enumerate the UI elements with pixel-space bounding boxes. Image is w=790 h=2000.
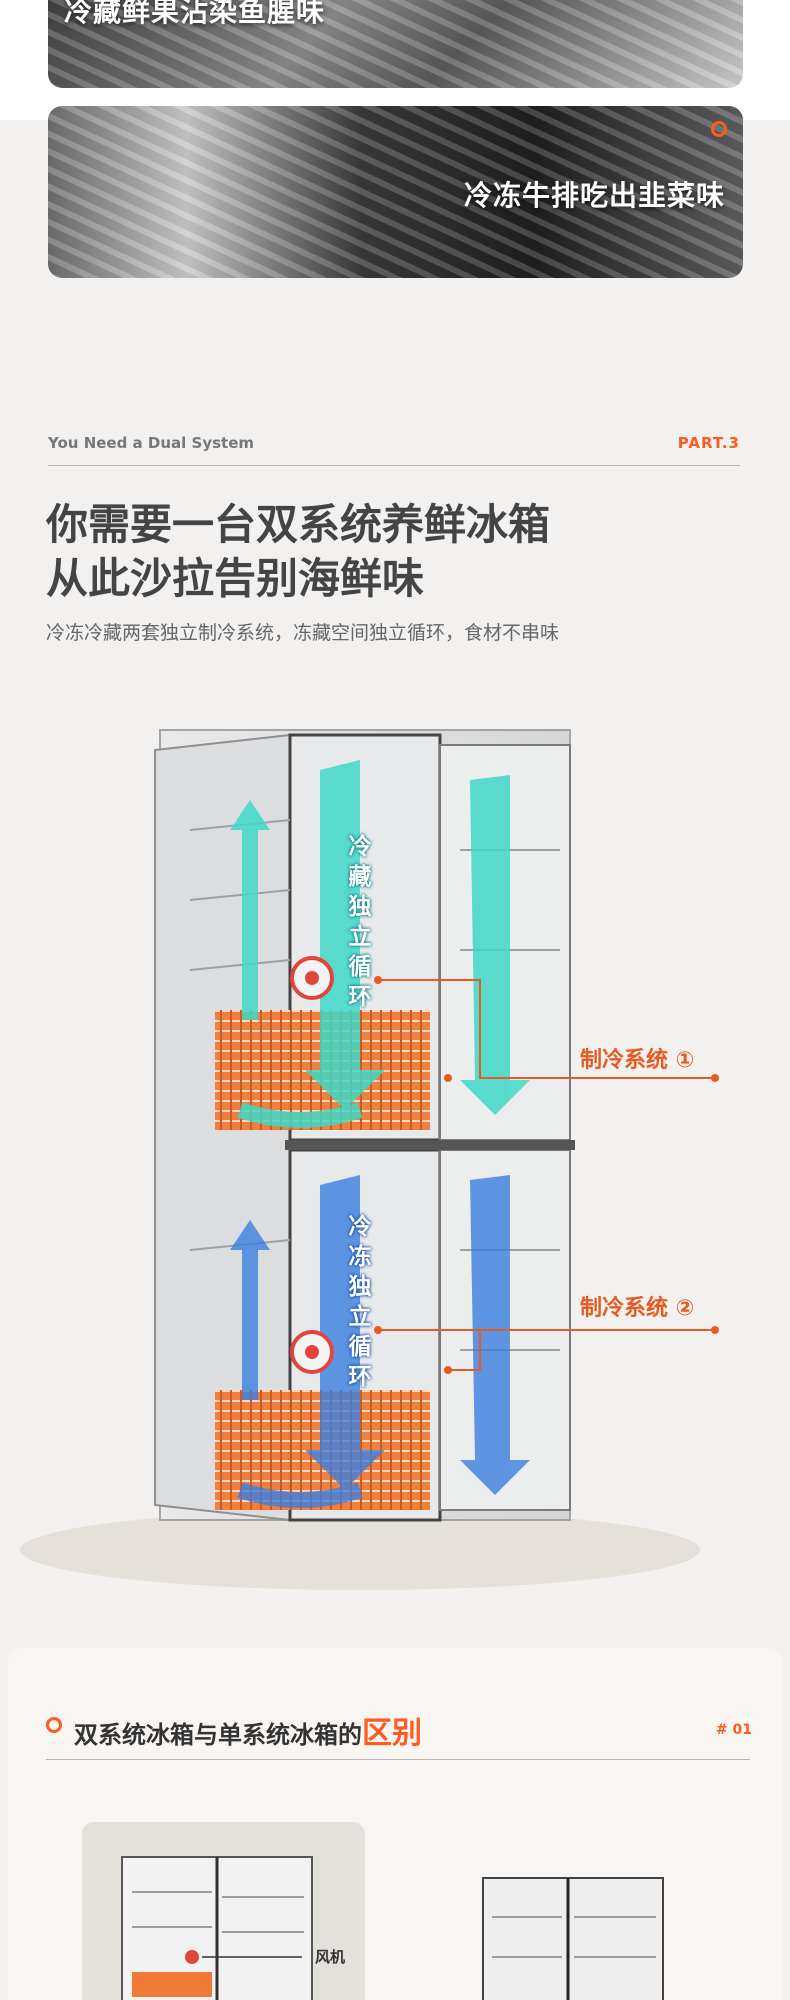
comparison-title: 双系统冰箱与单系统冰箱的区别 [74, 1708, 422, 1752]
compartment-divider [285, 1140, 575, 1150]
headline-line-2: 从此沙拉告别海鲜味 [46, 554, 425, 603]
photo-card-fish: 冷藏鲜果沾染鱼腥味 [48, 0, 743, 88]
headline-line-1: 你需要一台双系统养鲜冰箱 [46, 500, 551, 549]
fridge-illustration [20, 729, 719, 1590]
cooling-system-1-label: 制冷系统 ① [580, 1048, 695, 1073]
comparison-divider [46, 1759, 750, 1760]
comparison-card: 双系统冰箱与单系统冰箱的区别 # 01 风机 [8, 1648, 782, 2000]
fridge-thumbnail-illustration [121, 1856, 313, 2000]
fridge-diagram: 冷藏独立循环 冷冻独立循环 制冷系统 ① 制冷系统 ② [0, 690, 790, 1650]
ring-dot-icon [711, 121, 727, 137]
comparison-title-highlight: 区别 [362, 1716, 422, 1751]
section-english-title: You Need a Dual System [48, 434, 254, 452]
photo-caption: 冷冻牛排吃出韭菜味 [463, 179, 725, 212]
section-part-label: PART.3 [677, 434, 740, 452]
ring-dot-icon [46, 1717, 62, 1733]
single-system-fridge-thumbnail [482, 1877, 664, 2000]
comparison-title-prefix: 双系统冰箱与单系统冰箱的 [74, 1721, 362, 1749]
photo-texture [48, 0, 743, 88]
section-header: You Need a Dual System PART.3 [48, 432, 740, 466]
fridge-loop-label: 冷藏独立循环 [348, 834, 372, 1010]
photo-card-steak: 冷冻牛排吃出韭菜味 [48, 106, 743, 278]
freezer-loop-label: 冷冻独立循环 [348, 1214, 372, 1390]
freezer-loop-arrows [230, 1175, 530, 1508]
headline: 你需要一台双系统养鲜冰箱 从此沙拉告别海鲜味 [46, 498, 550, 606]
photo-caption: 冷藏鲜果沾染鱼腥味 [64, 0, 326, 28]
dual-system-fridge-thumbnail: 风机 [82, 1822, 365, 2000]
photo-texture [48, 106, 743, 278]
comparison-tag: # 01 [715, 1722, 752, 1738]
callout-lines [378, 979, 715, 1371]
fridge-loop-arrows [230, 760, 530, 1128]
subheadline: 冷冻冷藏两套独立制冷系统，冻藏空间独立循环，食材不串味 [46, 622, 560, 644]
fan-label: 风机 [315, 1948, 346, 1966]
cooling-system-2-label: 制冷系统 ② [580, 1296, 695, 1321]
